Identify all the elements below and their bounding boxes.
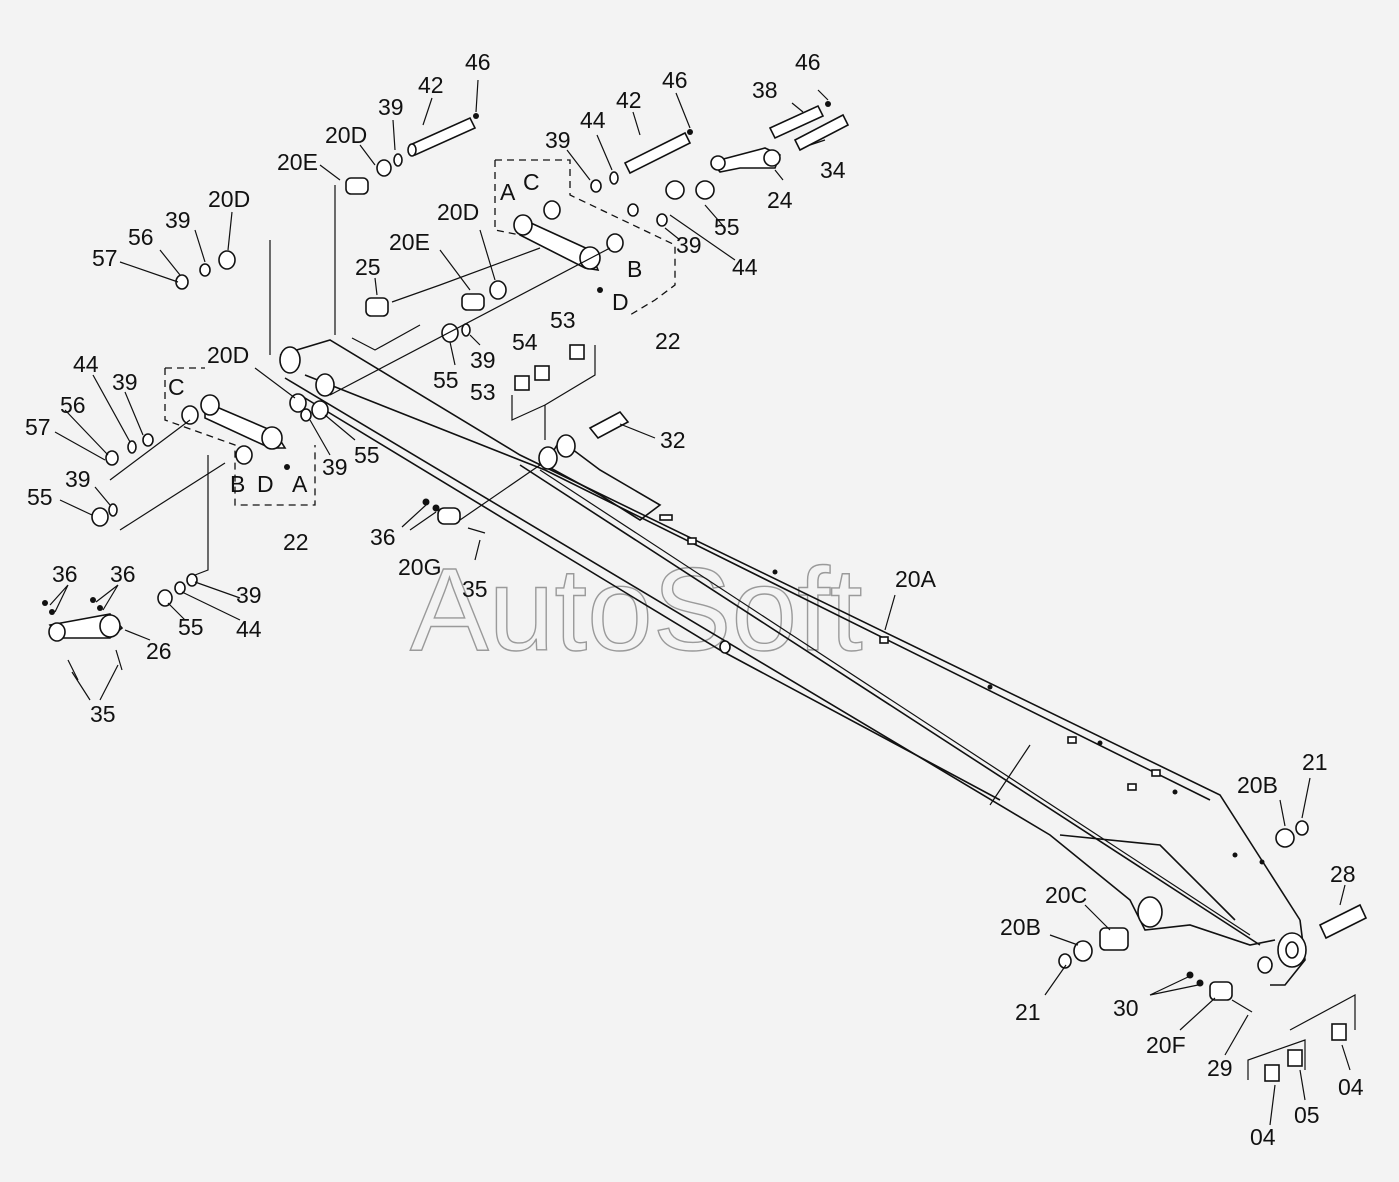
leader-lines — [49, 79, 1351, 1126]
label-24: 24 — [767, 187, 793, 213]
label-20D-mid: 20D — [437, 199, 479, 225]
boom-side-boss — [1137, 896, 1163, 928]
bushing-20F — [1209, 981, 1233, 1001]
label-53-top: 53 — [550, 307, 576, 333]
label-20A: 20A — [895, 566, 937, 592]
pin-38 — [768, 104, 825, 140]
pin-34 — [793, 113, 850, 152]
label-D-lower: D — [257, 471, 274, 497]
pin-42-right — [623, 131, 692, 175]
label-56-top: 56 — [128, 224, 154, 250]
plate-05 — [1287, 1049, 1303, 1067]
label-44-upper-right: 44 — [732, 254, 758, 280]
label-39-mid: 39 — [545, 127, 571, 153]
label-20G: 20G — [398, 554, 441, 580]
label-55-bottom-left: 55 — [178, 614, 204, 640]
label-B-lower: B — [230, 471, 245, 497]
plate-54 — [534, 365, 550, 381]
label-39-top: 39 — [378, 94, 404, 120]
parts — [42, 101, 1368, 1082]
label-57-left: 57 — [25, 414, 51, 440]
label-39-center: 39 — [470, 347, 496, 373]
label-36-left-b: 36 — [110, 561, 136, 587]
plate-53-b — [569, 344, 585, 360]
label-20E-top: 20E — [277, 149, 318, 175]
label-20B-left: 20B — [1000, 914, 1041, 940]
label-C-lower: C — [168, 374, 185, 400]
boom-top-boss — [279, 346, 301, 374]
label-55-lower-left: 55 — [27, 484, 53, 510]
label-04-right: 04 — [1338, 1074, 1364, 1100]
label-C-upper: C — [523, 169, 540, 195]
part-labels: 46 42 39 20D 20E 46 42 44 39 C A 46 38 3… — [25, 49, 1364, 1150]
plate-04-a — [1264, 1064, 1280, 1082]
label-44-top: 44 — [580, 107, 606, 133]
label-39-upper-right: 39 — [676, 232, 702, 258]
bushing-20C — [1099, 927, 1129, 951]
label-36-left-a: 36 — [52, 561, 78, 587]
label-35-left: 35 — [90, 701, 116, 727]
label-36-center: 36 — [370, 524, 396, 550]
label-55-center: 55 — [433, 367, 459, 393]
label-20D-lower: 20D — [207, 342, 249, 368]
label-53-bottom: 53 — [470, 379, 496, 405]
label-25: 25 — [355, 254, 381, 280]
label-38: 38 — [752, 77, 778, 103]
label-22-upper: 22 — [655, 328, 681, 354]
label-B-upper: B — [627, 256, 642, 282]
plate-53-a — [514, 375, 530, 391]
label-39-far-left: 39 — [112, 369, 138, 395]
label-34: 34 — [820, 157, 846, 183]
pin-42-left — [408, 116, 477, 157]
label-20E-mid: 20E — [389, 229, 430, 255]
label-42-mid: 42 — [616, 87, 642, 113]
label-20F: 20F — [1146, 1032, 1186, 1058]
pin-32 — [588, 410, 630, 440]
label-56-left: 56 — [60, 392, 86, 418]
label-29: 29 — [1207, 1055, 1233, 1081]
label-44-left: 44 — [73, 351, 99, 377]
label-20D-top: 20D — [325, 122, 367, 148]
pin-28 — [1318, 903, 1368, 940]
label-22-lower: 22 — [283, 529, 309, 555]
label-20D-left: 20D — [208, 186, 250, 212]
label-26: 26 — [146, 638, 172, 664]
label-20C: 20C — [1045, 882, 1087, 908]
label-55-upper: 55 — [714, 214, 740, 240]
link-24 — [710, 147, 782, 173]
label-A-lower: A — [292, 471, 308, 497]
label-39-boom: 39 — [322, 454, 348, 480]
label-39-left: 39 — [165, 207, 191, 233]
label-57-top: 57 — [92, 245, 118, 271]
label-32: 32 — [660, 427, 686, 453]
label-42-left: 42 — [418, 72, 444, 98]
label-46-right: 46 — [795, 49, 821, 75]
bushing-25 — [365, 297, 389, 317]
label-46-mid: 46 — [662, 67, 688, 93]
label-35-center: 35 — [462, 576, 488, 602]
watermark: AutoSoft — [410, 544, 863, 676]
bushing-20E-top — [345, 177, 369, 195]
label-21-right: 21 — [1302, 749, 1328, 775]
label-54: 54 — [512, 329, 538, 355]
boom-arm — [279, 339, 1307, 986]
bushing-20E-middle — [461, 293, 485, 311]
label-30: 30 — [1113, 995, 1139, 1021]
label-20B-right: 20B — [1237, 772, 1278, 798]
plate-04-b — [1331, 1023, 1347, 1041]
label-21-left: 21 — [1015, 999, 1041, 1025]
bushing-20G — [437, 507, 461, 525]
label-A-upper: A — [500, 179, 516, 205]
label-28: 28 — [1330, 861, 1356, 887]
label-44-bottom-left: 44 — [236, 616, 262, 642]
label-39-lower-left: 39 — [65, 466, 91, 492]
label-05: 05 — [1294, 1102, 1320, 1128]
label-39-bottom-left: 39 — [236, 582, 262, 608]
label-D-upper: D — [612, 289, 629, 315]
label-46-left: 46 — [465, 49, 491, 75]
label-04-left: 04 — [1250, 1124, 1276, 1150]
label-55-boom: 55 — [354, 442, 380, 468]
